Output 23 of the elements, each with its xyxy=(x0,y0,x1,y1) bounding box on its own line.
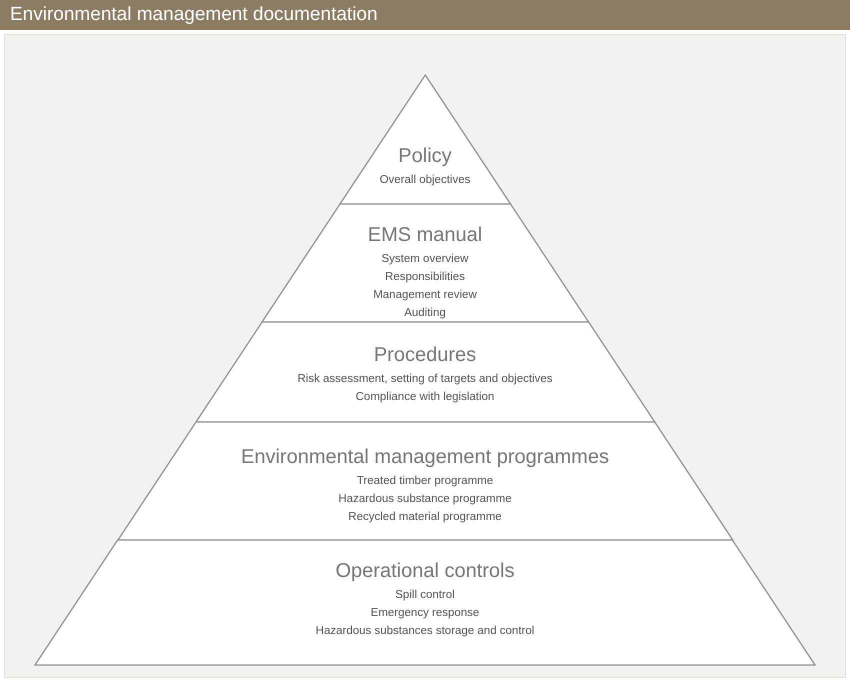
tier-item: Spill control xyxy=(395,589,455,602)
tier-item: Management review xyxy=(373,289,477,302)
title-bar: Environmental management documentation xyxy=(0,0,850,30)
tier-heading: Operational controls xyxy=(336,560,514,583)
tier-item: Overall objectives xyxy=(380,174,470,188)
tier-item: System overview xyxy=(382,253,468,266)
pyramid-tier xyxy=(118,422,732,540)
tier-item: Emergency response xyxy=(370,607,480,620)
tier-item: Treated timber programme xyxy=(356,475,494,488)
tier-item: Auditing xyxy=(404,307,446,320)
tier-heading: EMS manual xyxy=(368,224,482,247)
pyramid-tier xyxy=(196,322,654,422)
tier-item: Risk assessment, setting of targets and objectives xyxy=(297,373,553,386)
tier-heading: Environmental management programmes xyxy=(241,446,609,469)
tier-heading: Procedures xyxy=(374,344,476,367)
pyramid-apex xyxy=(340,75,510,204)
tier-item: Hazardous substance programme xyxy=(338,493,512,506)
tier-item: Responsibilities xyxy=(385,271,465,284)
tier-item: Recycled material programme xyxy=(348,511,502,524)
tier-heading: Policy xyxy=(398,145,452,168)
pyramid-tier xyxy=(262,204,588,322)
tier-item: Compliance with legislation xyxy=(356,391,494,404)
tier-item: Hazardous substances storage and control xyxy=(316,625,534,638)
